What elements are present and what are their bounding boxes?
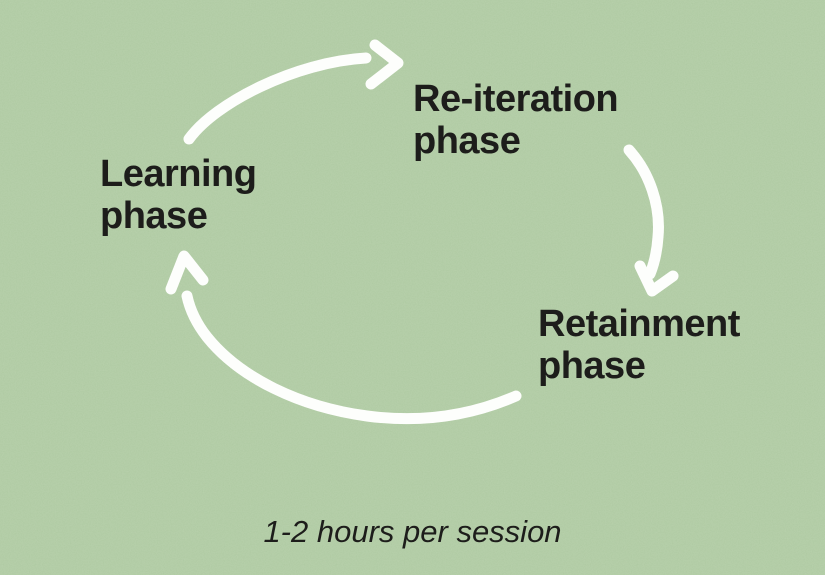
- arrow-shaft: [623, 144, 664, 280]
- arrow-reiteration-to-retainment: [623, 144, 679, 297]
- phase-label-learning: Learning phase: [100, 153, 257, 237]
- arrow-head-icon: [365, 39, 404, 90]
- arrow-retainment-to-learning: [165, 250, 522, 425]
- arrow-shaft: [181, 290, 522, 425]
- arrow-head-icon: [634, 260, 679, 297]
- arrow-head-icon: [165, 250, 209, 295]
- phase-label-reiteration: Re-iteration phase: [413, 78, 619, 162]
- arrow-shaft: [183, 52, 372, 145]
- session-duration-caption: 1-2 hours per session: [263, 514, 562, 549]
- phase-label-retainment: Retainment phase: [538, 303, 740, 387]
- arrow-learning-to-reiteration: [183, 39, 404, 145]
